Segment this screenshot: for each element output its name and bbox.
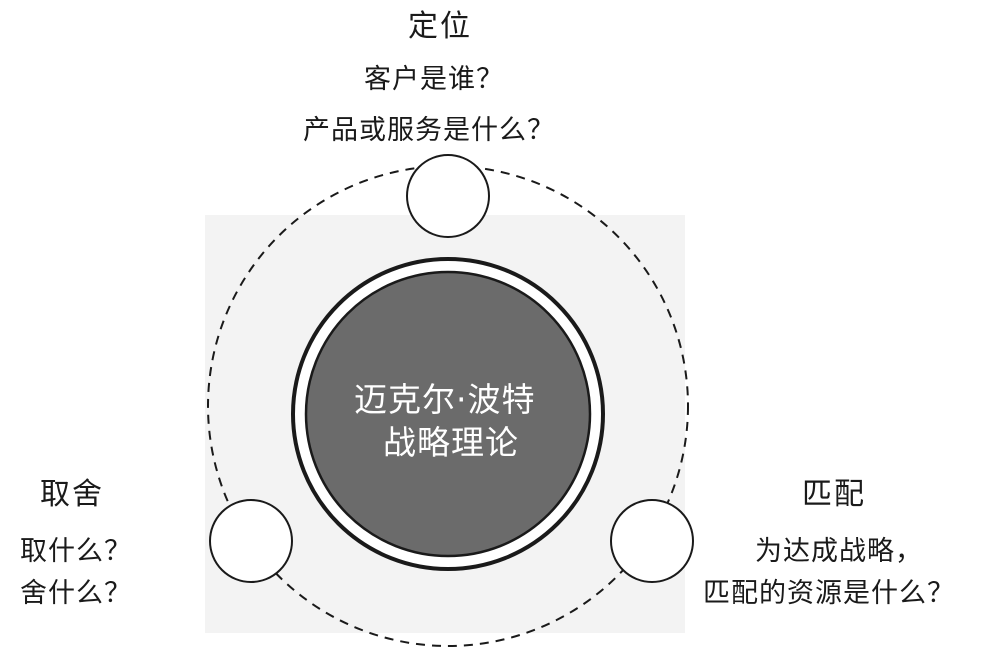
node-circle-right bbox=[610, 499, 694, 583]
right-node-line1: 为达成战略， bbox=[755, 536, 923, 567]
center-title-line1: 迈克尔·波特 bbox=[354, 380, 536, 419]
left-node-title: 取舍 bbox=[40, 477, 104, 512]
node-circle-left bbox=[209, 499, 293, 583]
top-node-title: 定位 bbox=[408, 9, 472, 44]
right-node-line2: 匹配的资源是什么？ bbox=[703, 578, 955, 609]
right-node-title: 匹配 bbox=[802, 477, 866, 512]
left-node-line1: 取什么？ bbox=[20, 536, 132, 567]
node-circle-top bbox=[406, 154, 490, 238]
center-title-line2: 战略理论 bbox=[383, 423, 519, 462]
left-node-line2: 舍什么？ bbox=[20, 578, 132, 609]
top-node-line1: 客户是谁？ bbox=[364, 64, 504, 95]
center-core-circle bbox=[304, 270, 592, 558]
dashed-orbit-ring bbox=[207, 165, 689, 647]
top-node-line2: 产品或服务是什么？ bbox=[303, 115, 555, 146]
